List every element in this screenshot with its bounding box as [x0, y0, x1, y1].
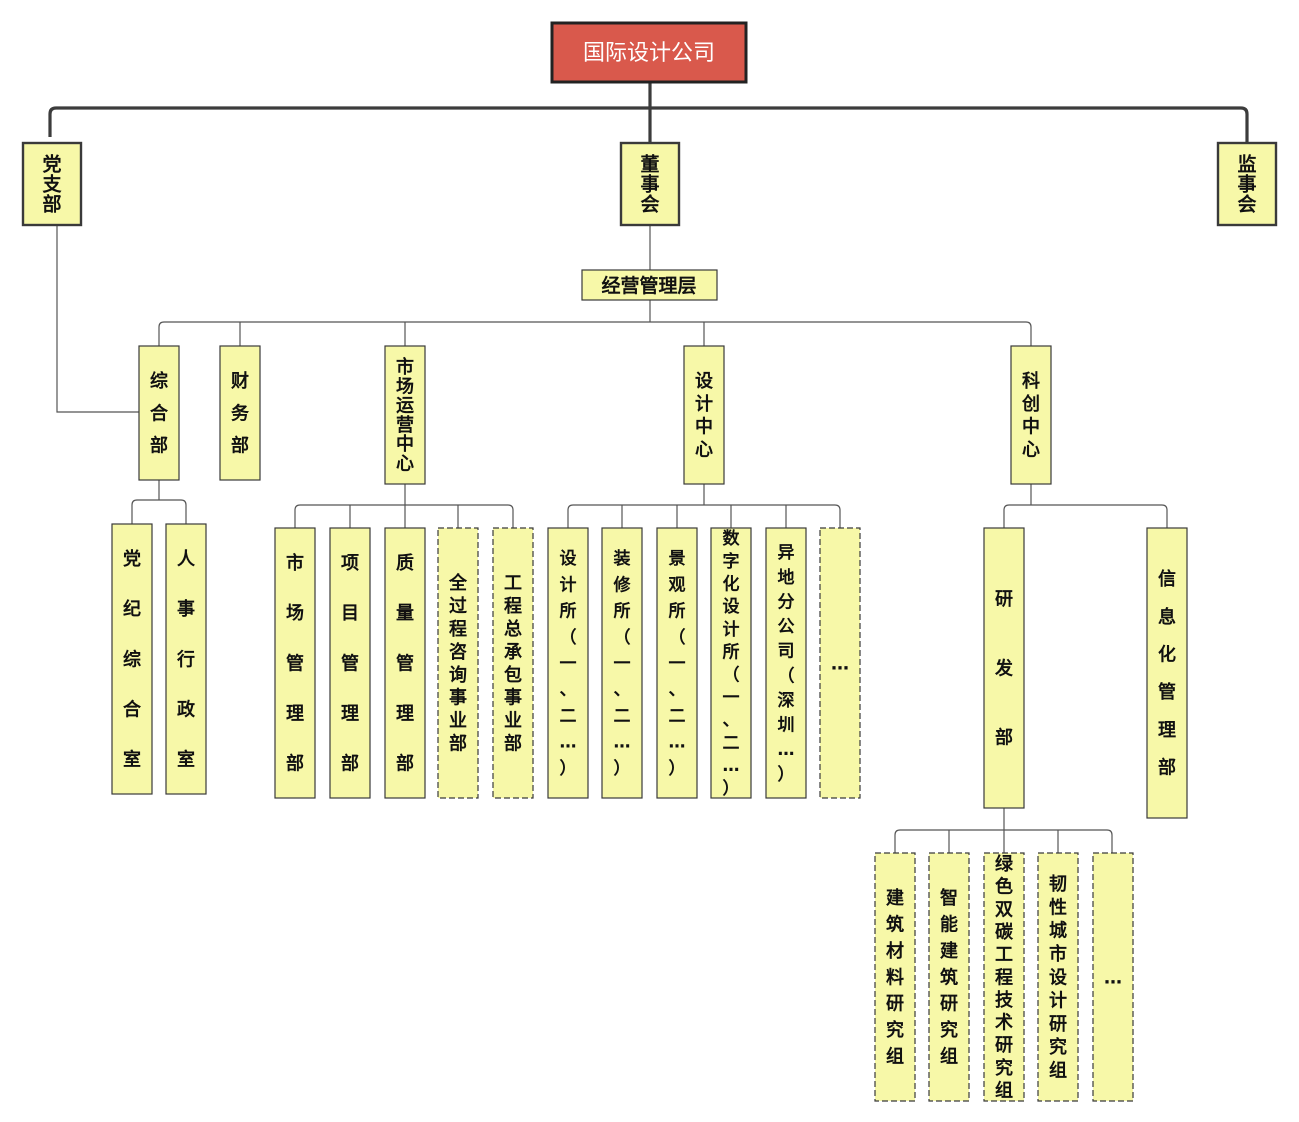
node-supervisory-board-box — [1216, 141, 1278, 227]
node-quality-mgmt[interactable]: 质量管理部 — [384, 527, 426, 799]
node-landscape-institute[interactable]: 景观所（一、二…） — [656, 527, 698, 799]
root-box — [550, 21, 748, 84]
node-board-of-directors-box — [619, 141, 681, 227]
node-rd-dept-label: 研发部 — [994, 589, 1014, 748]
node-innovation-center[interactable]: 科创中心 — [1010, 345, 1052, 485]
node-root-company[interactable]: 国际设计公司 — [550, 21, 748, 84]
node-market-mgmt-box — [274, 527, 316, 799]
node-general-dept-box — [138, 345, 180, 481]
node-digital-design-institute-label: 数字化设计所（一、二…） — [723, 528, 741, 799]
node-resilient-city-group[interactable]: 韧性城市设计研究组 — [1037, 852, 1079, 1102]
node-market-mgmt[interactable]: 市场管理部 — [274, 527, 316, 799]
connector-party-general — [56, 226, 139, 413]
connector-lines — [48, 82, 1249, 853]
node-smart-building-group-label: 智能建筑研究组 — [940, 887, 958, 1067]
node-design-center-box — [683, 345, 725, 485]
node-green-carbon-group-box — [983, 852, 1025, 1102]
node-it-mgmt[interactable]: 信息化管理部 — [1146, 527, 1188, 819]
node-resilient-city-group-label: 韧性城市设计研究组 — [1049, 874, 1067, 1081]
node-project-mgmt-label: 项目管理部 — [341, 553, 359, 774]
node-landscape-institute-box — [656, 527, 698, 799]
node-party-office-label: 党纪综合室 — [123, 548, 142, 770]
node-whole-process-consulting-label: 全过程咨询事业部 — [448, 572, 468, 754]
node-it-mgmt-box — [1146, 527, 1188, 819]
node-green-carbon-group[interactable]: 绿色双碳工程技术研究组 — [983, 852, 1025, 1102]
connector-market-bus — [294, 504, 514, 528]
node-market-mgmt-label: 市场管理部 — [286, 552, 304, 774]
node-general-dept[interactable]: 综合部 — [138, 345, 180, 481]
node-design-institute-box — [547, 527, 589, 799]
node-market-center-box — [384, 345, 426, 485]
node-project-mgmt-box — [329, 527, 371, 799]
node-design-center-label: 设计中心 — [695, 371, 713, 460]
node-finance-dept[interactable]: 财务部 — [219, 345, 261, 481]
connector-innovation-bus — [1003, 504, 1168, 528]
node-whole-process-consulting-box — [437, 527, 479, 799]
node-hr-office[interactable]: 人事行政室 — [165, 523, 207, 795]
node-green-carbon-group-label: 绿色双碳工程技术研究组 — [995, 853, 1014, 1101]
node-board-of-directors[interactable]: 董事会 — [619, 141, 681, 227]
root-title: 国际设计公司 — [583, 41, 715, 66]
node-epc-division-label: 工程总承包事业部 — [504, 573, 523, 754]
node-board-of-directors-label: 董事会 — [640, 154, 659, 216]
node-design-institute[interactable]: 设计所（一、二…） — [547, 527, 589, 799]
node-design-institute-label: 设计所（一、二…） — [560, 549, 577, 779]
node-rd-dept[interactable]: 研发部 — [983, 527, 1025, 809]
node-supervisory-board[interactable]: 监事会 — [1216, 141, 1278, 227]
connector-general-bus — [131, 499, 187, 524]
node-whole-process-consulting[interactable]: 全过程咨询事业部 — [437, 527, 479, 799]
node-smart-building-group-box — [928, 852, 970, 1102]
node-finance-dept-label: 财务部 — [231, 370, 250, 456]
node-general-dept-label: 综合部 — [150, 370, 169, 456]
node-decoration-institute-label: 装修所（一、二…） — [613, 548, 632, 779]
node-epc-division-box — [492, 527, 534, 799]
node-remote-branch-box — [765, 527, 807, 799]
node-it-mgmt-label: 信息化管理部 — [1158, 568, 1176, 778]
connector-design-bus — [567, 504, 841, 528]
node-building-materials-group[interactable]: 建筑材料研究组 — [874, 852, 916, 1102]
node-party-office[interactable]: 党纪综合室 — [111, 523, 153, 795]
node-design-more-label: … — [831, 653, 849, 674]
node-party-branch-label: 党支部 — [41, 153, 62, 216]
node-quality-mgmt-label: 质量管理部 — [396, 553, 414, 774]
node-digital-design-institute-box — [710, 527, 752, 799]
node-quality-mgmt-box — [384, 527, 426, 799]
node-rd-more-label: … — [1104, 967, 1122, 988]
node-resilient-city-group-box — [1037, 852, 1079, 1102]
management-box — [581, 269, 718, 301]
node-supervisory-board-label: 监事会 — [1237, 153, 1256, 216]
node-design-more-box — [819, 527, 861, 799]
node-decoration-institute[interactable]: 装修所（一、二…） — [601, 527, 643, 799]
node-project-mgmt[interactable]: 项目管理部 — [329, 527, 371, 799]
node-rd-dept-box — [983, 527, 1025, 809]
node-digital-design-institute[interactable]: 数字化设计所（一、二…） — [710, 527, 752, 799]
node-market-center-label: 市场运营中心 — [396, 356, 414, 474]
node-rd-more-box — [1092, 852, 1134, 1102]
node-decoration-institute-box — [601, 527, 643, 799]
node-building-materials-group-label: 建筑材料研究组 — [886, 887, 904, 1067]
node-market-center[interactable]: 市场运营中心 — [384, 345, 426, 485]
node-building-materials-group-box — [874, 852, 916, 1102]
connector-l2-bus — [158, 321, 1032, 346]
node-remote-branch[interactable]: 异地分公司（深圳…） — [765, 527, 807, 799]
node-hr-office-label: 人事行政室 — [176, 549, 196, 770]
management-label: 经营管理层 — [601, 274, 696, 297]
node-landscape-institute-label: 景观所（一、二…） — [668, 549, 686, 779]
node-design-center[interactable]: 设计中心 — [683, 345, 725, 485]
node-rd-more[interactable]: … — [1092, 852, 1134, 1102]
node-management[interactable]: 经营管理层 — [581, 269, 718, 301]
node-hr-office-box — [165, 523, 207, 795]
node-remote-branch-label: 异地分公司（深圳…） — [778, 543, 795, 785]
node-smart-building-group[interactable]: 智能建筑研究组 — [928, 852, 970, 1102]
node-party-branch[interactable]: 党支部 — [21, 141, 83, 227]
node-innovation-center-box — [1010, 345, 1052, 485]
node-design-more[interactable]: … — [819, 527, 861, 799]
node-party-office-box — [111, 523, 153, 795]
node-finance-dept-box — [219, 345, 261, 481]
node-innovation-center-label: 科创中心 — [1021, 370, 1040, 460]
node-party-branch-box — [21, 141, 83, 227]
node-epc-division[interactable]: 工程总承包事业部 — [492, 527, 534, 799]
